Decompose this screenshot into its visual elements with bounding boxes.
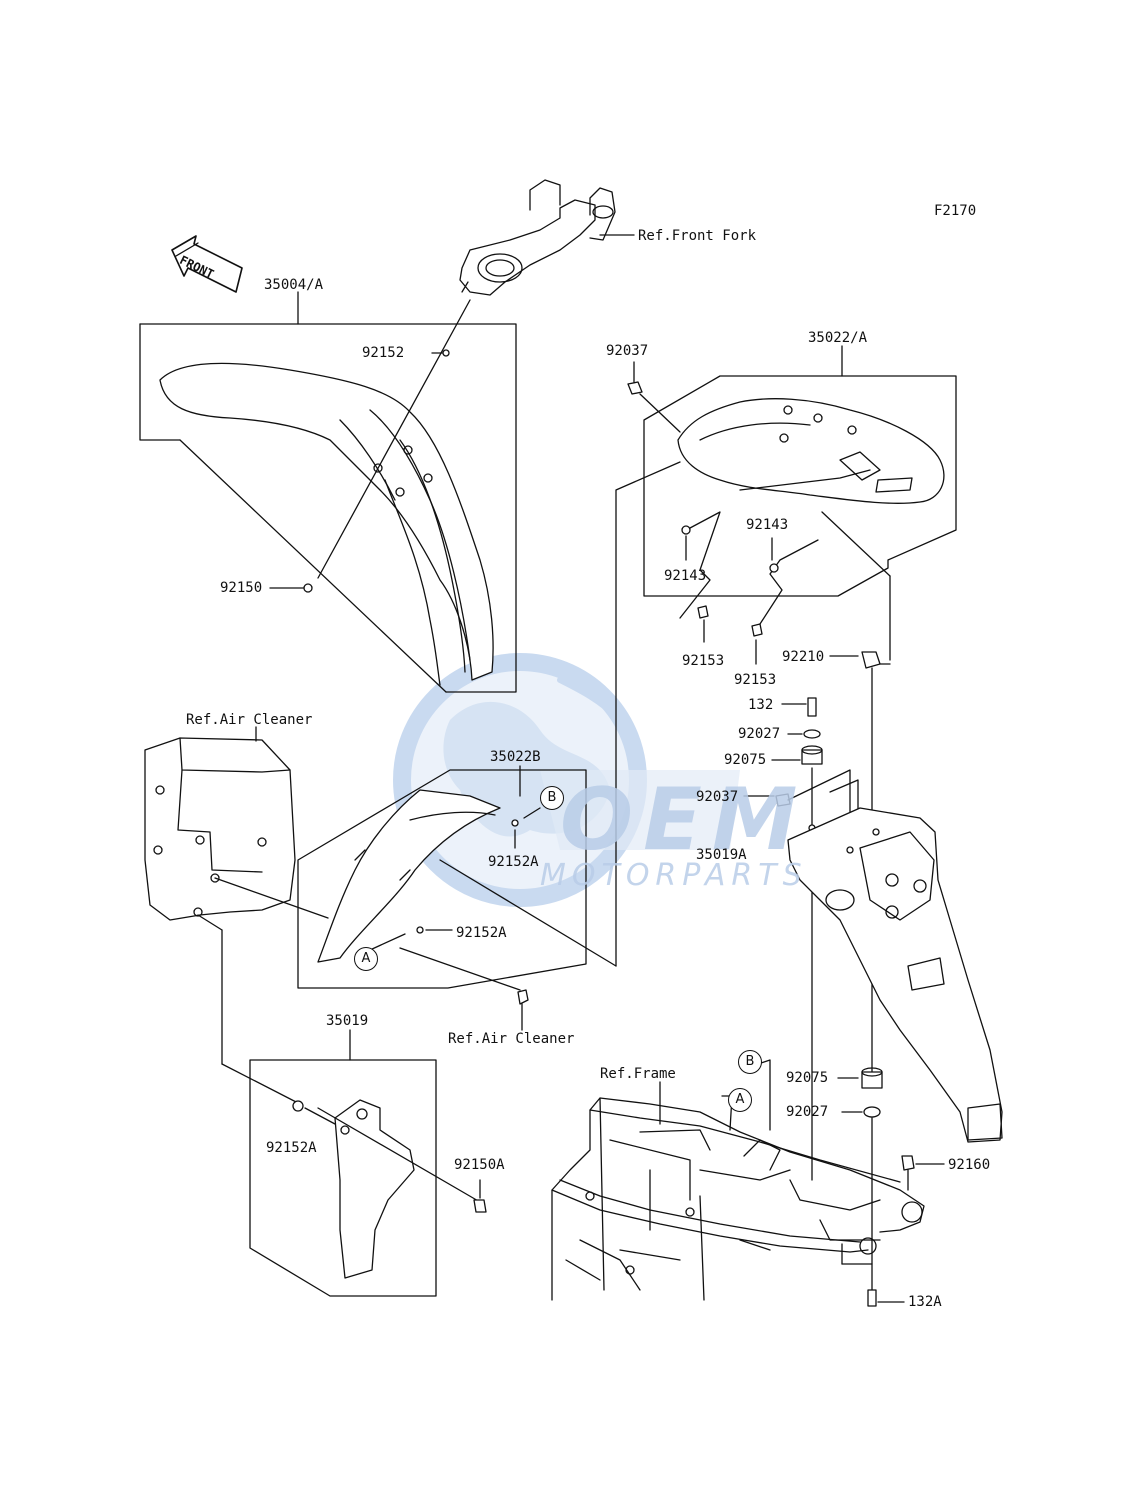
front-fender-frame <box>139 291 517 693</box>
callout-b-inner: B <box>540 786 564 810</box>
part-label-92152A-2: 92152A <box>456 925 507 941</box>
callout-b-frame: B <box>738 1050 762 1074</box>
air-cleaner <box>144 726 329 1105</box>
part-label-92152A-3: 92152A <box>266 1140 317 1156</box>
rear-fender-upper-frame <box>615 345 957 967</box>
part-label-92075-top: 92075 <box>724 752 767 768</box>
part-label-92027-top: 92027 <box>738 726 781 742</box>
part-label-92153-left: 92153 <box>682 653 725 669</box>
ref-frame: Ref.Frame <box>600 1066 676 1082</box>
part-label-92027-bottom: 92027 <box>786 1104 829 1120</box>
part-label-132: 132 <box>748 697 774 713</box>
part-label-92143-right: 92143 <box>746 517 789 533</box>
ref-air-cleaner-bottom: Ref.Air Cleaner <box>448 1031 575 1047</box>
rear-fender-lower <box>787 807 1003 1143</box>
part-label-92037-top: 92037 <box>606 343 649 359</box>
diagram-code: F2170 <box>934 203 977 219</box>
watermark-logo <box>393 653 740 907</box>
part-label-132A: 132A <box>908 1294 942 1310</box>
flap-frame <box>249 1029 487 1297</box>
callout-a-frame: A <box>728 1088 752 1112</box>
front-direction-arrow <box>171 235 243 293</box>
triple-clamp <box>459 179 635 296</box>
part-label-92152-top: 92152 <box>362 345 405 361</box>
part-label-92152A-1: 92152A <box>488 854 539 870</box>
frame <box>551 1059 925 1301</box>
part-label-92153-right: 92153 <box>734 672 777 688</box>
part-label-92160: 92160 <box>948 1157 991 1173</box>
ref-front-fork: Ref.Front Fork <box>638 228 757 244</box>
ref-air-cleaner-top: Ref.Air Cleaner <box>186 712 313 728</box>
group-label-35022B: 35022B <box>490 749 541 765</box>
part-label-92037-mid: 92037 <box>696 789 739 805</box>
stack-parts <box>743 697 859 1181</box>
group-label-35022A: 35022/A <box>808 330 868 346</box>
watermark-logo-text: OEM <box>560 770 808 870</box>
callout-a-inner: A <box>354 947 378 971</box>
inner-fender-frame <box>297 765 617 1031</box>
nut-92210-shape <box>861 651 881 669</box>
part-label-92075-bottom: 92075 <box>786 1070 829 1086</box>
part-label-92150A: 92150A <box>454 1157 505 1173</box>
part-label-92143-left: 92143 <box>664 568 707 584</box>
part-label-92150: 92150 <box>220 580 263 596</box>
bottom-stack <box>837 1067 945 1307</box>
group-label-35004A: 35004/A <box>264 277 324 293</box>
watermark-sub-text: MOTORPARTS <box>540 858 808 893</box>
part-label-92210: 92210 <box>782 649 825 665</box>
group-label-35019: 35019 <box>326 1013 369 1029</box>
group-label-35019A: 35019A <box>696 847 747 863</box>
